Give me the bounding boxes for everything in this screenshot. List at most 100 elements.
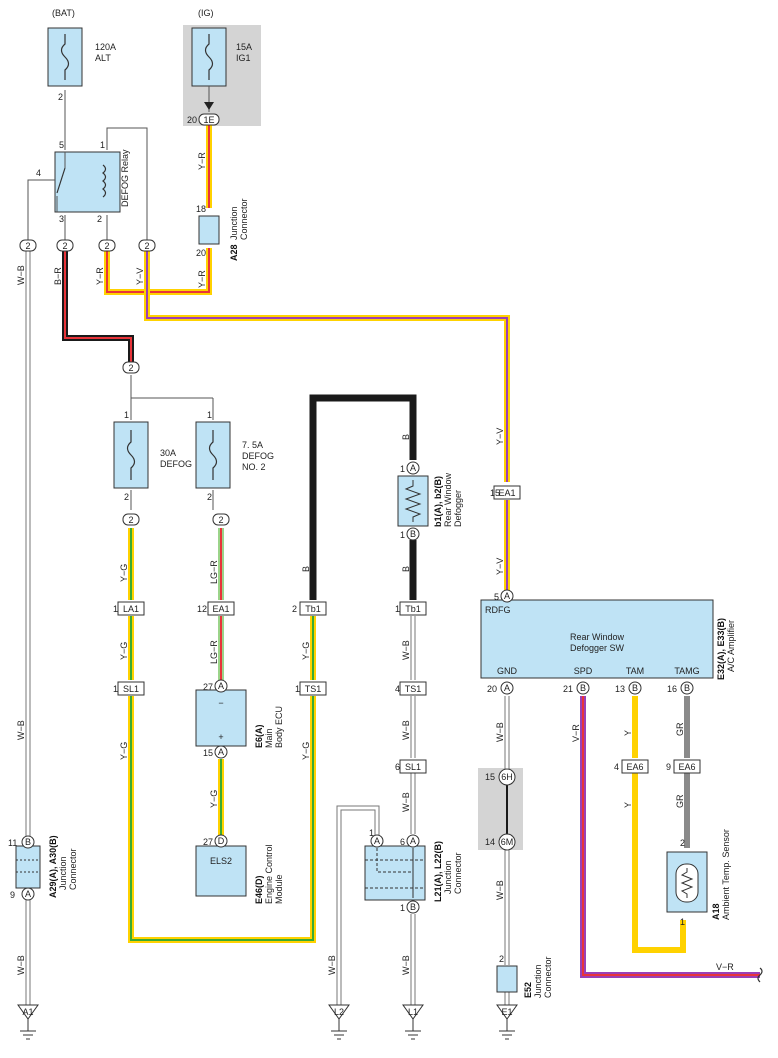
svg-text:2: 2: [499, 954, 504, 964]
svg-text:Engine Control: Engine Control: [264, 844, 274, 904]
pin-rdfg-a: A: [500, 589, 514, 603]
svg-text:W−B: W−B: [16, 955, 26, 975]
connector-2-bus: 2: [122, 361, 140, 374]
pin-a29-11b: B: [21, 835, 35, 849]
svg-text:TAM: TAM: [626, 666, 644, 676]
svg-text:A/C Amplifier: A/C Amplifier: [726, 620, 736, 672]
ambient-temp-sensor: [666, 851, 708, 913]
svg-text:5: 5: [59, 140, 64, 150]
svg-text:Y−R: Y−R: [197, 270, 207, 288]
svg-text:W−B: W−B: [16, 265, 26, 285]
svg-text:2: 2: [218, 515, 223, 525]
svg-text:20: 20: [196, 248, 206, 258]
svg-text:1: 1: [400, 530, 405, 540]
svg-text:NO. 2: NO. 2: [242, 462, 266, 472]
svg-text:B: B: [401, 566, 411, 572]
svg-text:GR: GR: [675, 722, 685, 736]
svg-text:6H: 6H: [501, 772, 513, 782]
svg-text:ALT: ALT: [95, 53, 111, 63]
fuse-30a-defog: [113, 421, 149, 489]
svg-text:2: 2: [144, 241, 149, 251]
svg-text:Y−R: Y−R: [95, 267, 105, 285]
svg-text:2: 2: [207, 492, 212, 502]
pin-b2-b: B: [406, 527, 420, 541]
svg-text:Connector: Connector: [453, 852, 463, 894]
pin-e6-15a: A: [214, 745, 228, 759]
svg-text:W−B: W−B: [327, 955, 337, 975]
svg-text:1: 1: [295, 684, 300, 694]
connector-ea6-tam: EA6: [621, 759, 649, 774]
svg-text:EA6: EA6: [626, 762, 643, 772]
engine-control-module: [195, 845, 247, 897]
svg-text:GR: GR: [675, 794, 685, 808]
svg-text:Connector: Connector: [543, 956, 553, 998]
svg-text:EA6: EA6: [678, 762, 695, 772]
connector-ts1-left: TS1: [299, 681, 327, 696]
svg-text:E52: E52: [523, 982, 533, 998]
svg-text:2: 2: [128, 363, 133, 373]
svg-text:W−B: W−B: [401, 955, 411, 975]
svg-text:Y−G: Y−G: [119, 564, 129, 582]
svg-text:2: 2: [128, 515, 133, 525]
svg-text:Body ECU: Body ECU: [274, 706, 284, 748]
wire-yv: [144, 250, 510, 482]
pin-l21-1b: B: [406, 900, 420, 914]
svg-text:b1(A), b2(B): b1(A), b2(B): [433, 476, 443, 527]
svg-text:W−B: W−B: [401, 720, 411, 740]
svg-text:Y−G: Y−G: [301, 642, 311, 660]
svg-text:A18: A18: [711, 903, 721, 920]
connector-ea1-lower: EA1: [207, 601, 235, 616]
offpage-break-icon: [757, 967, 763, 983]
connector-6m: 6M: [498, 833, 516, 851]
e52-junction-connector: [496, 965, 518, 993]
svg-text:6: 6: [395, 762, 400, 772]
svg-text:5: 5: [494, 592, 499, 602]
svg-text:TS1: TS1: [305, 684, 322, 694]
svg-text:A: A: [410, 463, 416, 473]
svg-text:Ambient Temp. Sensor: Ambient Temp. Sensor: [721, 829, 731, 920]
ig-label: (IG): [198, 8, 214, 18]
connector-ea1-upper: EA1: [493, 485, 521, 500]
svg-text:A28: A28: [229, 244, 239, 261]
ground-a1: A1: [17, 1004, 39, 1040]
svg-text:Y−G: Y−G: [209, 790, 219, 808]
connector-tb1-right: Tb1: [399, 601, 427, 616]
relay-label: DEFOG Relay: [120, 149, 130, 207]
svg-text:EA1: EA1: [212, 604, 229, 614]
svg-text:Rear Window: Rear Window: [570, 632, 625, 642]
svg-text:Y−G: Y−G: [301, 742, 311, 760]
svg-text:+: +: [218, 732, 223, 742]
pin-e6-27a: A: [214, 679, 228, 693]
svg-text:2: 2: [62, 241, 67, 251]
connector-la1: LA1: [117, 601, 145, 616]
svg-text:2: 2: [292, 604, 297, 614]
connector-ea6-tamg: EA6: [673, 759, 701, 774]
svg-text:W−B: W−B: [495, 880, 505, 900]
connector-sl1-left: SL1: [117, 681, 145, 696]
svg-text:Junction: Junction: [58, 856, 68, 890]
svg-text:Y: Y: [623, 730, 633, 736]
svg-text:15: 15: [490, 488, 500, 498]
svg-text:Tb1: Tb1: [305, 604, 321, 614]
pin-l21-6a: A: [406, 834, 420, 848]
svg-text:2: 2: [104, 241, 109, 251]
svg-text:EA1: EA1: [498, 488, 515, 498]
svg-text:Main: Main: [264, 728, 274, 748]
ground-l2: L2: [328, 1004, 350, 1040]
svg-text:A: A: [504, 591, 510, 601]
svg-text:E46(D): E46(D): [254, 875, 264, 904]
svg-text:15A: 15A: [236, 42, 252, 52]
conn-1e-label: 1E: [203, 115, 214, 125]
svg-text:2: 2: [25, 241, 30, 251]
svg-text:20: 20: [187, 115, 197, 125]
svg-text:V−R: V−R: [716, 962, 734, 972]
svg-text:ELS2: ELS2: [210, 856, 232, 866]
svg-text:11: 11: [8, 838, 17, 848]
svg-text:14: 14: [485, 837, 495, 847]
fuse-15a-ig1: [191, 27, 227, 87]
svg-text:Module: Module: [274, 874, 284, 904]
svg-text:E6(A): E6(A): [254, 724, 264, 748]
svg-text:Junction: Junction: [229, 206, 239, 240]
ac-amplifier: [480, 599, 714, 679]
bat-label: (BAT): [52, 8, 75, 18]
